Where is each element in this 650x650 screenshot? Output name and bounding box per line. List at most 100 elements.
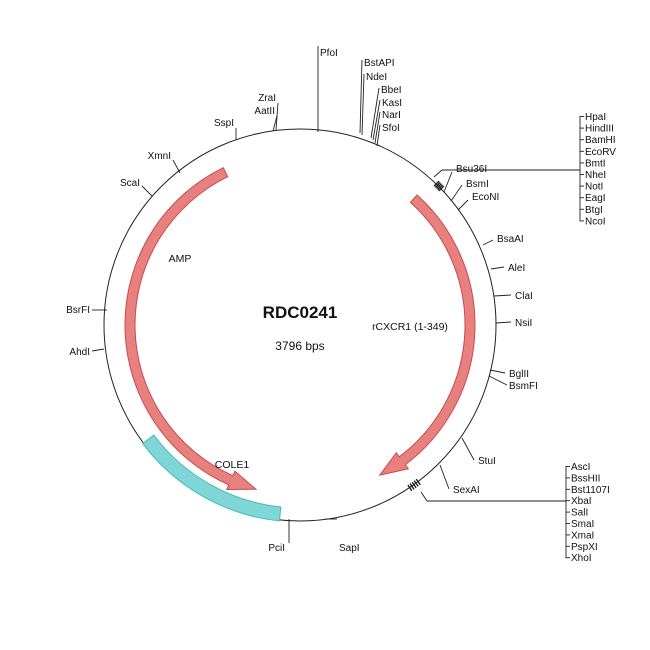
site-label: PfoI — [320, 48, 338, 59]
site-label: PciI — [268, 543, 285, 554]
site-leader — [495, 321, 512, 324]
site-leader — [450, 184, 463, 202]
site-leader — [488, 375, 508, 386]
site-label: NarI — [382, 110, 401, 121]
mcs-hash-mark — [411, 481, 417, 489]
site-leader — [374, 111, 381, 144]
site-nsii: NsiI — [495, 318, 532, 329]
mcs-enzyme-label: BtgI — [585, 205, 603, 216]
site-bsaai: BsaAI — [482, 234, 524, 246]
site-bsmfi: BsmFI — [488, 375, 538, 392]
site-leader — [376, 124, 381, 147]
site-leader — [482, 239, 494, 246]
cole1-block-shape — [141, 434, 282, 522]
site-xmni: XmnI — [148, 151, 181, 174]
site-leader — [141, 185, 153, 197]
site-label: NdeI — [366, 72, 387, 83]
site-leader — [272, 115, 278, 132]
mcs-enzyme-label: NotI — [585, 182, 603, 193]
mcs-enzyme-label: EcoRV — [585, 147, 616, 158]
site-bsrfi: BsrFI — [66, 305, 107, 316]
site-leader — [493, 294, 512, 297]
site-bsmi: BsmI — [450, 179, 489, 202]
site-scai: ScaI — [120, 178, 153, 197]
site-label: BstAPI — [364, 58, 395, 69]
mcs-hash-mark — [413, 480, 419, 487]
cole1-block — [141, 434, 282, 522]
site-leader — [91, 348, 105, 352]
site-clai: ClaI — [493, 291, 533, 302]
mcs-enzyme-label: HpaI — [585, 112, 606, 123]
site-label: BsmFI — [509, 381, 538, 392]
site-label: BbeI — [381, 85, 402, 96]
site-bbei: BbeI — [370, 85, 402, 139]
site-label: BglII — [509, 369, 529, 380]
rcxcr1-label: rCXCR1 (1-349) — [372, 321, 448, 333]
site-sexai: SexAI — [439, 464, 480, 496]
mcs-enzyme-label: AscI — [571, 462, 590, 473]
site-label: KasI — [382, 98, 402, 109]
cole1-label: COLE1 — [215, 459, 250, 471]
site-leader — [275, 102, 279, 131]
site-label: AleI — [508, 263, 525, 274]
mcs-hash-mark — [407, 484, 413, 492]
site-label: Bsu36I — [456, 164, 487, 175]
mcs-enzyme-label: PspXI — [571, 542, 598, 553]
mcs-enzyme-label: SalI — [571, 508, 588, 519]
site-label: BsmI — [466, 179, 489, 190]
mcs-enzyme-label: EagI — [585, 193, 606, 204]
site-label: SspI — [214, 118, 234, 129]
site-label: StuI — [478, 456, 496, 467]
site-econi: EcoNI — [457, 192, 499, 211]
site-label: BsaAI — [497, 234, 524, 245]
site-leader — [439, 464, 450, 490]
mcs-connector — [420, 491, 566, 502]
mcs-hash-mark — [415, 478, 421, 486]
site-label: SapI — [339, 543, 360, 554]
site-zrai: ZraI — [258, 93, 279, 131]
site-leader — [359, 59, 363, 134]
site-ahdi: AhdI — [69, 347, 105, 358]
mcs-enzyme-label: XmaI — [571, 530, 594, 541]
site-sfoi: SfoI — [376, 123, 400, 147]
site-leader — [361, 73, 365, 136]
amp-arrow-shape — [124, 167, 258, 490]
mcs-hash-mark — [433, 180, 440, 187]
site-leader — [490, 266, 505, 270]
mcs-enzyme-label: HindIII — [585, 124, 614, 135]
site-bglii: BglII — [489, 369, 529, 380]
mcs-enzyme-label: BamHI — [585, 135, 616, 146]
site-leader — [172, 159, 181, 174]
site-label: ScaI — [120, 178, 140, 189]
rcxcr1-arrow-shape — [378, 194, 476, 476]
mcs-enzyme-label: BmtI — [585, 158, 606, 169]
site-stui: StuI — [461, 437, 496, 467]
site-label: ClaI — [515, 291, 533, 302]
backbone-circle — [103, 128, 497, 522]
mcs-enzyme-label: XhoI — [571, 553, 592, 564]
site-pcii: PciI — [268, 519, 290, 554]
site-pfoi: PfoI — [317, 46, 338, 132]
mcs-hash-mark — [409, 483, 415, 490]
site-ndei: NdeI — [361, 72, 387, 136]
mcs-bottom-cluster: AscIBssHIIBst1107IXbaISalISmaIXmaIPspXIX… — [407, 462, 610, 564]
site-label: NsiI — [515, 318, 532, 329]
site-sapi: SapI — [325, 518, 360, 554]
site-label: SfoI — [382, 123, 400, 134]
site-label: SexAI — [453, 485, 480, 496]
mcs-hash-mark — [435, 183, 442, 190]
site-kasi: KasI — [372, 98, 402, 141]
site-leader — [457, 199, 469, 211]
site-label: AatII — [254, 106, 275, 117]
site-label: EcoNI — [472, 192, 499, 203]
site-label: AhdI — [69, 347, 90, 358]
mcs-hash-mark — [434, 181, 441, 188]
site-alei: AleI — [490, 263, 525, 274]
mcs-top-cluster: HpaIHindIIIBamHIEcoRVBmtINheINotIEagIBtg… — [433, 112, 616, 227]
plasmid-name: RDC0241 — [263, 303, 338, 322]
rcxcr1-arrow — [378, 194, 476, 476]
mcs-enzyme-label: SmaI — [571, 519, 594, 530]
mcs-connector — [433, 169, 580, 178]
site-leader — [489, 369, 506, 374]
